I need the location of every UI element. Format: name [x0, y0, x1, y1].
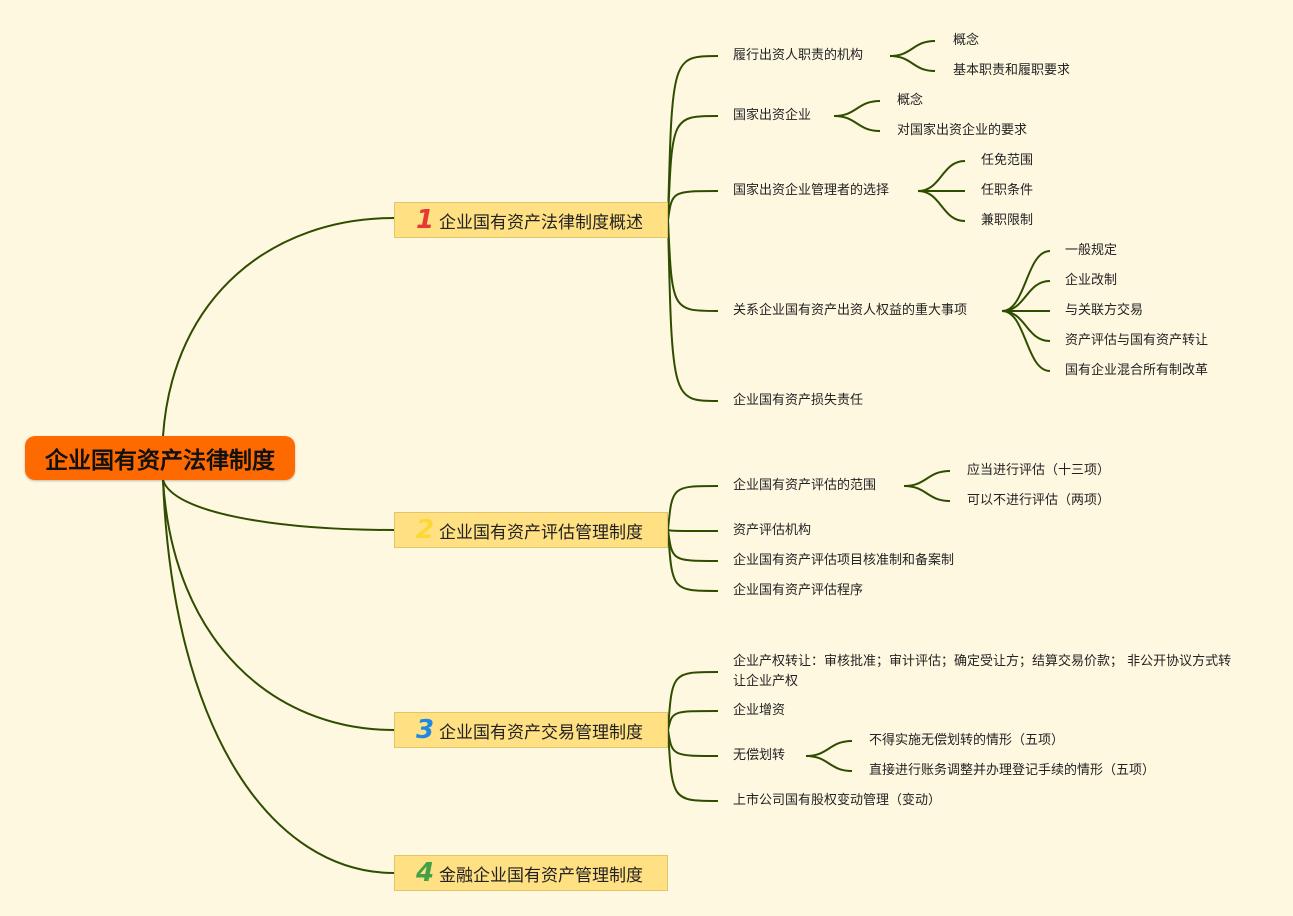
subtopic-1-4-3[interactable]: 与关联方交易 — [1065, 303, 1144, 318]
link-1-1-2 — [889, 55, 936, 72]
branch-3[interactable]: 3 企业国有资产交易管理制度 — [394, 712, 668, 748]
link-2-2 — [667, 529, 719, 532]
link-2-3 — [667, 529, 719, 562]
topic-2-3[interactable]: 企业国有资产评估项目核准制和备案制 — [733, 553, 955, 568]
topic-3-3[interactable]: 无偿划转 — [733, 748, 786, 763]
branch-label: 金融企业国有资产管理制度 — [439, 865, 643, 886]
root-topic[interactable]: 企业国有资产法律制度 — [25, 436, 295, 480]
topic-3-1[interactable]: 企业产权转让：审核批准；审计评估；确定受让方；结算交易价款； 非公开协议方式转让… — [733, 654, 1232, 689]
subtopic-1-4-2[interactable]: 企业改制 — [1065, 273, 1118, 288]
subtopic-1-4-5[interactable]: 国有企业混合所有制改革 — [1065, 363, 1209, 378]
subtopic-1-4-1[interactable]: 一般规定 — [1065, 243, 1118, 258]
link-1-1 — [667, 55, 719, 221]
branch-label: 企业国有资产交易管理制度 — [439, 722, 643, 743]
link-1-2 — [667, 115, 719, 221]
branch-label: 企业国有资产评估管理制度 — [439, 522, 643, 543]
link-2-1 — [667, 485, 719, 531]
link-1-3 — [667, 190, 719, 221]
link-1-4-4 — [1001, 310, 1051, 342]
link-root-branch-4 — [162, 479, 395, 874]
topic-1-1[interactable]: 履行出资人职责的机构 — [733, 48, 864, 63]
link-1-4 — [667, 219, 719, 312]
link-root-branch-1 — [162, 217, 395, 437]
topic-2-1[interactable]: 企业国有资产评估的范围 — [733, 478, 877, 493]
link-3-1 — [667, 671, 719, 731]
link-1-2-2 — [833, 115, 881, 132]
subtopic-1-3-3[interactable]: 兼职限制 — [981, 213, 1034, 228]
link-3-3-1 — [805, 740, 853, 757]
link-1-1-1 — [889, 40, 936, 57]
topic-3-2[interactable]: 企业增资 — [733, 703, 786, 718]
branch-1[interactable]: 1 企业国有资产法律制度概述 — [394, 202, 668, 238]
branch-label: 企业国有资产法律制度概述 — [439, 212, 643, 233]
link-3-4 — [667, 729, 719, 802]
branch-number-2-icon: 2 — [415, 515, 435, 545]
topic-1-2[interactable]: 国家出资企业 — [733, 108, 812, 123]
link-root-branch-3 — [162, 479, 395, 731]
subtopic-1-1-2[interactable]: 基本职责和履职要求 — [953, 63, 1071, 78]
link-2-4 — [667, 529, 719, 592]
topic-2-2[interactable]: 资产评估机构 — [733, 523, 812, 538]
topic-1-3[interactable]: 国家出资企业管理者的选择 — [733, 183, 890, 198]
subtopic-1-4-4[interactable]: 资产评估与国有资产转让 — [1065, 333, 1209, 348]
subtopic-1-2-2[interactable]: 对国家出资企业的要求 — [897, 123, 1028, 138]
link-1-2-1 — [833, 100, 881, 117]
subtopic-1-1-1[interactable]: 概念 — [953, 33, 980, 48]
link-1-4-2 — [1001, 280, 1051, 312]
topic-1-5[interactable]: 企业国有资产损失责任 — [733, 393, 864, 408]
link-2-1-1 — [903, 470, 951, 487]
link-3-2 — [667, 710, 719, 731]
topic-1-4[interactable]: 关系企业国有资产出资人权益的重大事项 — [733, 303, 968, 318]
link-2-1-2 — [903, 485, 951, 502]
branch-number-4-icon: 4 — [415, 858, 435, 888]
link-1-3-1 — [917, 160, 966, 192]
subtopic-3-3-1[interactable]: 不得实施无偿划转的情形（五项） — [869, 733, 1065, 748]
topic-2-4[interactable]: 企业国有资产评估程序 — [733, 583, 864, 598]
branch-2[interactable]: 2 企业国有资产评估管理制度 — [394, 512, 668, 548]
topic-3-4[interactable]: 上市公司国有股权变动管理（变动） — [733, 793, 942, 808]
link-3-3-2 — [805, 755, 853, 772]
link-1-5 — [667, 219, 719, 402]
branch-4[interactable]: 4 金融企业国有资产管理制度 — [394, 855, 668, 891]
link-1-4-1 — [1001, 250, 1051, 312]
subtopic-2-1-2[interactable]: 可以不进行评估（两项） — [967, 493, 1111, 508]
subtopic-1-2-1[interactable]: 概念 — [897, 93, 924, 108]
subtopic-1-3-2[interactable]: 任职条件 — [981, 183, 1034, 198]
subtopic-1-3-1[interactable]: 任免范围 — [981, 153, 1034, 168]
link-1-3-3 — [917, 190, 966, 222]
link-1-4-5 — [1001, 310, 1051, 372]
branch-number-3-icon: 3 — [415, 715, 435, 745]
branch-number-1-icon: 1 — [415, 205, 435, 235]
subtopic-2-1-1[interactable]: 应当进行评估（十三项） — [967, 463, 1111, 478]
link-3-3 — [667, 729, 719, 757]
subtopic-3-3-2[interactable]: 直接进行账务调整并办理登记手续的情形（五项） — [869, 763, 1156, 778]
link-root-branch-2 — [162, 479, 395, 531]
